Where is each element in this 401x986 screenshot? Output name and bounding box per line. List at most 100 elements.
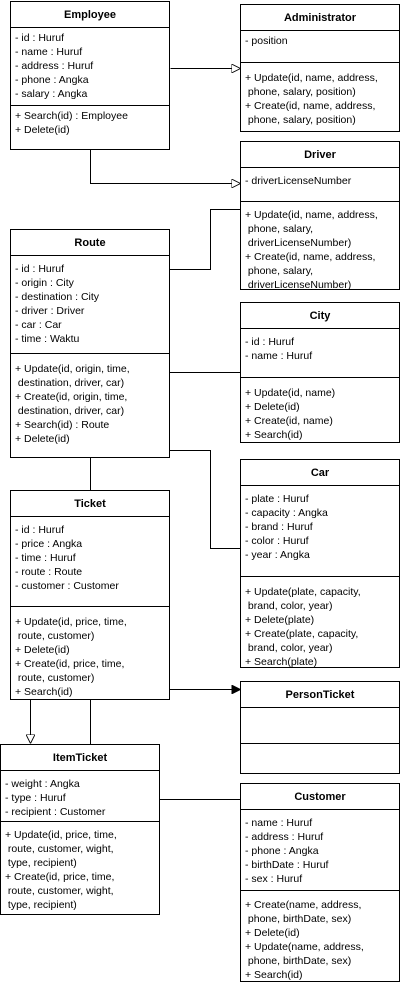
operation: + Update(plate, capacity, brand, color, … xyxy=(245,586,361,612)
attribute: - capacity : Angka xyxy=(245,507,328,519)
class-personticket[interactable]: PersonTicket xyxy=(240,681,400,774)
attribute: - driverLicenseNumber xyxy=(245,175,352,187)
operations-compartment: + Update(id, price, time, route, custome… xyxy=(1,822,159,912)
operation: + Search(plate) xyxy=(245,656,318,668)
attributes-compartment: - name : Huruf - address : Huruf - phone… xyxy=(241,810,399,891)
attribute: - id : Huruf xyxy=(245,336,295,348)
edge-route-car xyxy=(170,450,240,549)
operations-compartment: + Create(name, address, phone, birthDate… xyxy=(241,891,399,982)
class-car[interactable]: Car - plate : Huruf - capacity : Angka -… xyxy=(240,459,400,668)
attribute: - id : Huruf xyxy=(15,524,65,536)
attribute: - birthDate : Huruf xyxy=(245,859,329,871)
operation: + Delete(id) xyxy=(15,644,70,656)
operation: + Update(id, origin, time, destination, … xyxy=(15,363,130,389)
class-employee[interactable]: Employee - id : Huruf - name : Huruf - a… xyxy=(10,1,170,150)
attribute: - color : Huruf xyxy=(245,535,309,547)
attributes-compartment: - id : Huruf - name : Huruf - address : … xyxy=(11,28,169,106)
attributes-compartment xyxy=(241,708,399,744)
operation: + Create(id, name) xyxy=(245,415,333,427)
operation: + Delete(id) xyxy=(245,401,300,413)
attribute: - id : Huruf xyxy=(15,32,65,44)
operations-compartment: + Update(plate, capacity, brand, color, … xyxy=(241,577,399,669)
operation: + Update(name, address, phone, birthDate… xyxy=(245,941,364,967)
class-name: Ticket xyxy=(11,491,169,517)
class-name: Car xyxy=(241,460,399,486)
attribute: - time : Huruf xyxy=(15,552,76,564)
attributes-compartment: - id : Huruf - name : Huruf xyxy=(241,329,399,378)
operation: + Create(plate, capacity, brand, color, … xyxy=(245,628,359,654)
class-ticket[interactable]: Ticket - id : Huruf - price : Angka - ti… xyxy=(10,490,170,700)
operation: + Search(id) : Route xyxy=(15,419,110,431)
operations-compartment: + Update(id, price, time, route, custome… xyxy=(11,607,169,699)
attribute: - type : Huruf xyxy=(5,792,66,804)
operation: + Search(id) xyxy=(245,969,303,981)
operations-compartment: + Update(id, name) + Delete(id) + Create… xyxy=(241,378,399,442)
attribute: - destination : City xyxy=(15,291,100,303)
attribute: - phone : Angka xyxy=(245,845,319,857)
operation: + Update(id, name, address, phone, salar… xyxy=(245,72,378,98)
attribute: - address : Huruf xyxy=(15,60,94,72)
attribute: - phone : Angka xyxy=(15,74,89,86)
edge-driver-employee xyxy=(90,150,241,184)
class-name: City xyxy=(241,303,399,329)
attribute: - name : Huruf xyxy=(15,46,83,58)
attributes-compartment: - position xyxy=(241,31,399,63)
class-city[interactable]: City - id : Huruf - name : Huruf + Updat… xyxy=(240,302,400,443)
attributes-compartment: - plate : Huruf - capacity : Angka - bra… xyxy=(241,486,399,577)
attribute: - name : Huruf xyxy=(245,350,313,362)
operation: + Delete(id) xyxy=(15,433,70,445)
operation: + Create(id, name, address, phone, salar… xyxy=(245,100,376,126)
attribute: - price : Angka xyxy=(15,538,83,550)
operation: + Update(id, name, address, phone, salar… xyxy=(245,209,378,249)
operations-compartment: + Search(id) : Employee + Delete(id) xyxy=(11,106,169,137)
attribute: - sex : Huruf xyxy=(245,873,303,885)
operation: + Search(id) xyxy=(245,429,303,441)
attributes-compartment: - weight : Angka - type : Huruf - recipi… xyxy=(1,771,159,822)
operation: + Create(id, price, time, route, custome… xyxy=(15,658,125,684)
attribute: - year : Angka xyxy=(245,549,310,561)
class-name: PersonTicket xyxy=(241,682,399,708)
attribute: - position xyxy=(245,35,288,47)
operation: + Search(id) : Employee xyxy=(15,110,128,122)
operation: + Create(id, price, time, route, custome… xyxy=(5,871,115,911)
attribute: - driver : Driver xyxy=(15,305,85,317)
operation: + Update(id, price, time, route, custome… xyxy=(5,829,117,869)
class-name: Customer xyxy=(241,784,399,810)
attributes-compartment: - driverLicenseNumber xyxy=(241,168,399,202)
class-name: Route xyxy=(11,230,169,256)
operation: + Delete(id) xyxy=(15,124,70,136)
operation: + Create(id, name, address, phone, salar… xyxy=(245,251,376,291)
attribute: - brand : Huruf xyxy=(245,521,313,533)
operation: + Create(id, origin, time, destination, … xyxy=(15,391,128,417)
operation: + Delete(plate) xyxy=(245,614,315,626)
class-itemticket[interactable]: ItemTicket - weight : Angka - type : Hur… xyxy=(0,744,160,915)
attribute: - id : Huruf xyxy=(15,263,65,275)
attribute: - car : Car xyxy=(15,319,62,331)
class-driver[interactable]: Driver - driverLicenseNumber + Update(id… xyxy=(240,141,400,292)
attribute: - origin : City xyxy=(15,277,74,289)
attribute: - weight : Angka xyxy=(5,778,80,790)
attributes-compartment: - id : Huruf - price : Angka - time : Hu… xyxy=(11,517,169,607)
attribute: - time : Waktu xyxy=(15,333,80,345)
operation: + Delete(id) xyxy=(245,927,300,939)
operation: + Update(id, name) xyxy=(245,387,336,399)
class-customer[interactable]: Customer - name : Huruf - address : Huru… xyxy=(240,783,400,982)
class-administrator[interactable]: Administrator - position + Update(id, na… xyxy=(240,4,400,132)
class-name: Driver xyxy=(241,142,399,168)
operations-compartment: + Update(id, name, address, phone, salar… xyxy=(241,63,399,127)
operations-compartment: + Update(id, origin, time, destination, … xyxy=(11,354,169,446)
attribute: - route : Route xyxy=(15,566,83,578)
attribute: - customer : Customer xyxy=(15,580,119,592)
operations-compartment xyxy=(241,744,399,747)
edge-route-driver xyxy=(170,209,240,270)
attribute: - plate : Huruf xyxy=(245,493,309,505)
attributes-compartment: - id : Huruf - origin : City - destinati… xyxy=(11,256,169,354)
attribute: - recipient : Customer xyxy=(5,806,106,818)
attribute: - address : Huruf xyxy=(245,831,324,843)
attribute: - salary : Angka xyxy=(15,88,88,100)
class-route[interactable]: Route - id : Huruf - origin : City - des… xyxy=(10,229,170,458)
operation: + Search(id) xyxy=(15,686,73,698)
class-name: Employee xyxy=(11,2,169,28)
operations-compartment: + Update(id, name, address, phone, salar… xyxy=(241,202,399,292)
operation: + Update(id, price, time, route, custome… xyxy=(15,616,127,642)
